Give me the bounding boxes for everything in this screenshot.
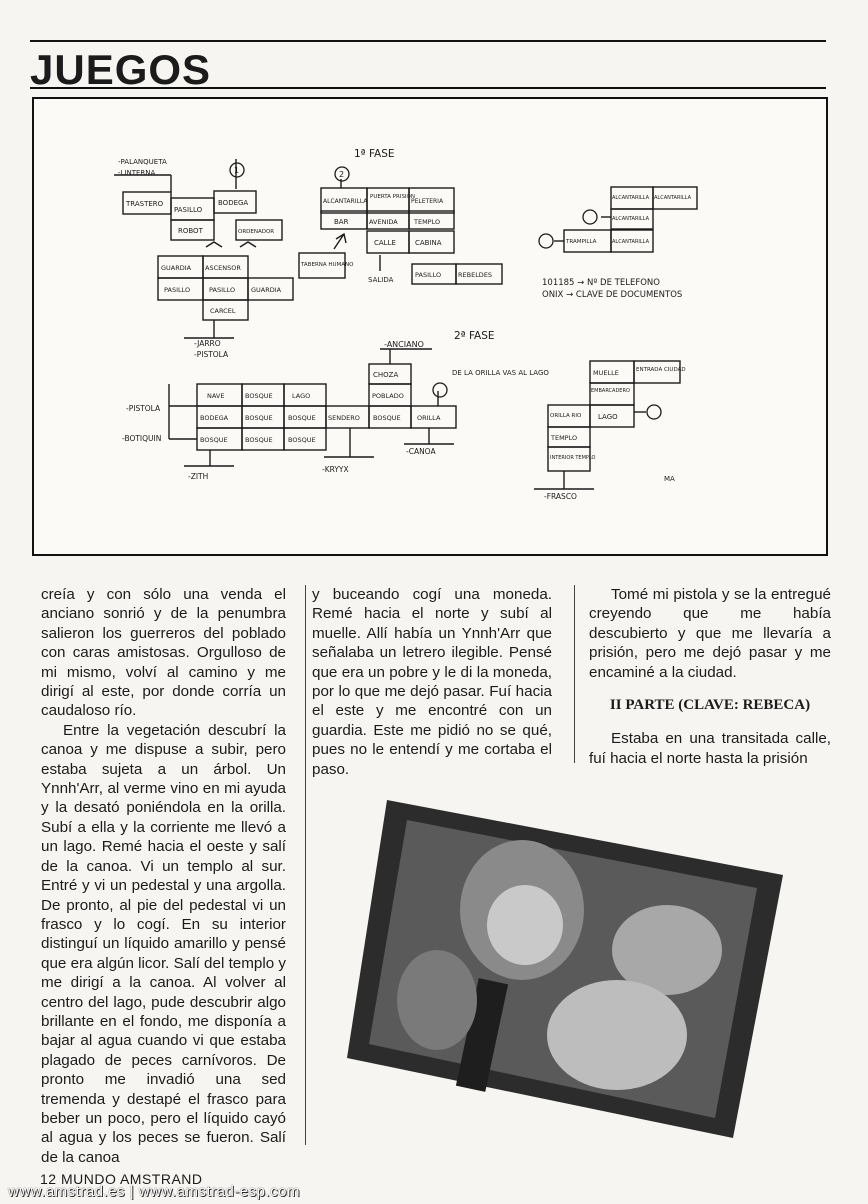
map-label: -ZITH — [188, 472, 208, 481]
map-label: TEMPLO — [550, 434, 577, 442]
map-label: PUERTA PRISION — [370, 194, 415, 200]
map-label: DE LA ORILLA VAS AL LAGO — [452, 369, 549, 377]
map-label: ORILLA RIO — [550, 413, 582, 419]
map-label: INTERIOR TEMPLO — [550, 455, 596, 461]
map-label: BOSQUE — [200, 436, 228, 444]
map-label: BOSQUE — [245, 414, 273, 422]
map-label: ALCANTARILLA — [612, 195, 650, 201]
map-label: -PISTOLA — [194, 350, 229, 359]
map-label: SALIDA — [368, 276, 394, 284]
map-label: GUARDIA — [161, 264, 192, 272]
article-column-1: creía y con sólo una venda el anciano so… — [41, 585, 286, 1167]
title-underline — [30, 87, 826, 89]
map-label: ONIX → CLAVE DE DOCUMENTOS — [542, 290, 682, 300]
map-label: BOSQUE — [245, 392, 273, 400]
map-label: EMBARCADERO — [591, 388, 630, 394]
map-label: GUARDIA — [251, 286, 282, 294]
map-label: -PALANQUETA — [118, 158, 167, 166]
map-svg: 1ª FASE 2ª FASE -PALANQUETA -LINTERNA -J… — [114, 148, 698, 501]
map-label: LAGO — [598, 413, 618, 421]
map-label: BODEGA — [200, 414, 229, 422]
map-label: -KRYYX — [322, 465, 349, 474]
map-label: -BOTIQUIN — [122, 434, 161, 443]
game-map-diagram: 1ª FASE 2ª FASE -PALANQUETA -LINTERNA -J… — [32, 97, 828, 556]
paragraph: Tomé mi pistola y se la entregué creyend… — [589, 586, 831, 681]
map-label: BOSQUE — [245, 436, 273, 444]
part-heading: II PARTE (CLAVE: REBECA) — [609, 697, 811, 714]
map-label: CARCEL — [210, 307, 236, 315]
map-label: ALCANTARILLA — [612, 239, 650, 245]
map-label: TABERNA HUMANO — [300, 262, 354, 268]
paragraph: y buceando cogí una moneda. Remé hacia e… — [312, 586, 552, 778]
paragraph: Estaba en una transitada calle, fuí haci… — [589, 730, 831, 767]
map-label: -ANCIANO — [384, 340, 424, 349]
map-label: TEMPLO — [413, 218, 440, 226]
map-label: -CANOA — [406, 447, 436, 456]
article-column-3: Tomé mi pistola y se la entregué creyend… — [589, 585, 831, 768]
map-label: BAR — [334, 218, 349, 226]
map-label: PELETERIA — [411, 198, 444, 205]
map-label: CABINA — [415, 239, 442, 247]
map-label: AVENIDA — [369, 218, 398, 226]
map-label: -JARRO — [194, 339, 221, 348]
map-label: 1ª FASE — [354, 148, 395, 160]
map-label: BOSQUE — [288, 436, 316, 444]
map-label: PASILLO — [415, 271, 441, 279]
map-label: 2 — [339, 170, 344, 179]
map-label: ORILLA — [417, 414, 441, 422]
map-label: TRAMPILLA — [565, 239, 597, 245]
map-label: 1 — [234, 166, 239, 175]
map-label: LAGO — [292, 392, 310, 400]
map-label: TRASTERO — [125, 200, 164, 208]
map-label: ALCANTARILLA — [323, 198, 368, 205]
page-number: 12 MUNDO AMSTRAND — [40, 1171, 203, 1187]
map-label: PASILLO — [164, 286, 190, 294]
map-label: 101185 → Nº DE TELEFONO — [542, 278, 660, 288]
map-label: ALCANTARILLA — [612, 216, 650, 222]
map-label: ALCANTARILLA — [654, 195, 692, 201]
game-screenshot-illustration — [347, 800, 783, 1138]
map-label: SENDERO — [328, 414, 360, 422]
section-title: JUEGOS — [30, 46, 212, 93]
column-rule — [305, 585, 306, 1145]
map-label: PASILLO — [174, 206, 203, 214]
map-label: NAVE — [207, 392, 224, 400]
top-rule — [30, 40, 826, 42]
map-label: ROBOT — [178, 227, 204, 235]
watermark-urls: www.amstrad.es | www.amstrad-esp.com — [8, 1183, 300, 1200]
map-label: CALLE — [374, 239, 396, 247]
map-label: -PISTOLA — [126, 404, 161, 413]
article-column-2: y buceando cogí una moneda. Remé hacia e… — [312, 585, 552, 779]
map-label: -FRASCO — [544, 492, 577, 501]
map-label: BOSQUE — [373, 414, 401, 422]
map-label: ORDENADOR — [238, 229, 274, 235]
map-label: REBELDES — [458, 271, 492, 279]
paragraph: creía y con sólo una venda el anciano so… — [41, 586, 286, 720]
map-label: CHOZA — [373, 371, 398, 379]
map-label: ASCENSOR — [205, 264, 241, 272]
column-rule — [574, 585, 575, 763]
paragraph: Entre la vegetación descubrí la canoa y … — [41, 721, 286, 1166]
map-label: BODEGA — [218, 199, 248, 207]
map-label: MA — [664, 475, 675, 483]
map-label: MUELLE — [593, 369, 619, 377]
map-label: ENTRADA CIUDAD — [636, 367, 686, 373]
map-label: PASILLO — [209, 286, 235, 294]
map-label: BOSQUE — [288, 414, 316, 422]
map-label: 2ª FASE — [454, 330, 495, 342]
map-label: -LINTERNA — [118, 169, 156, 177]
map-label: POBLADO — [372, 392, 404, 400]
